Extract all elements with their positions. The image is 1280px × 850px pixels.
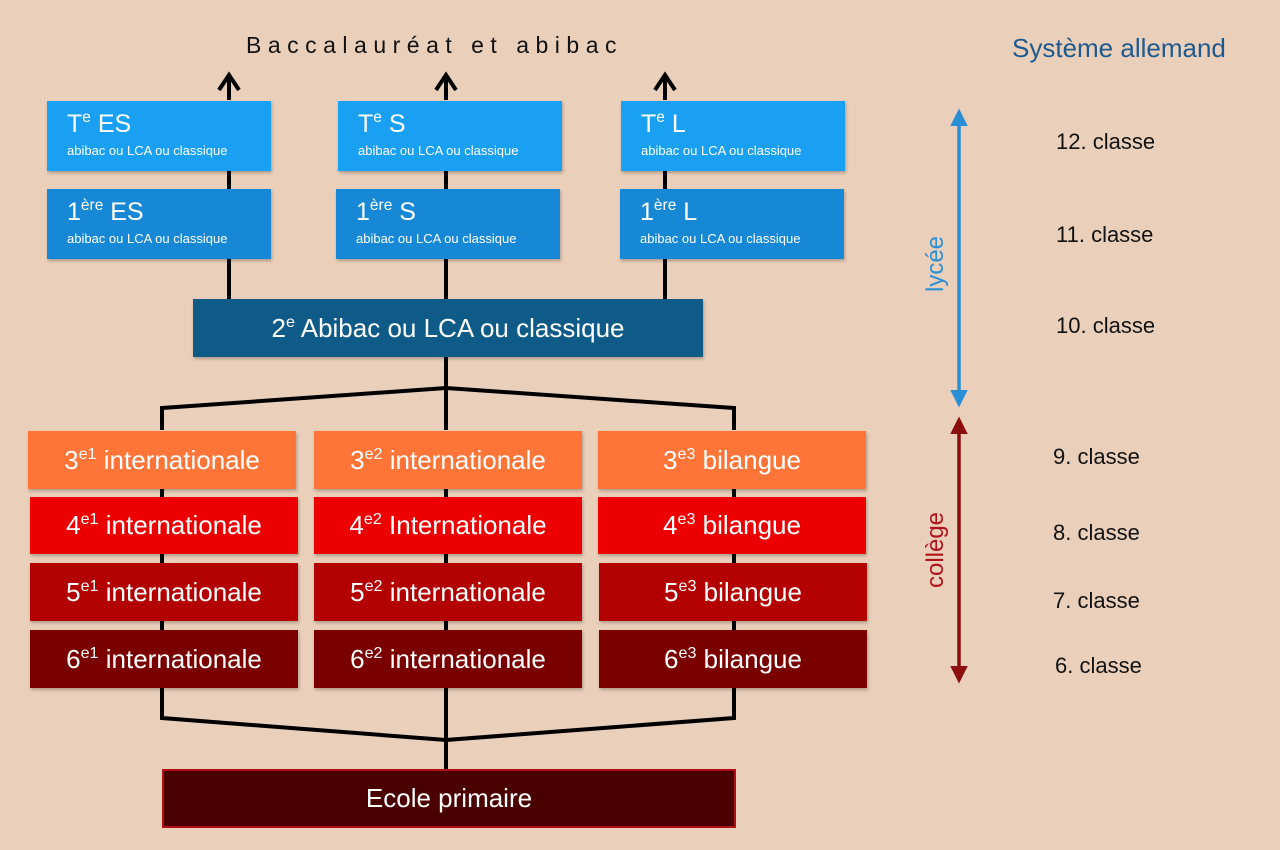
side-label-college: collège [922,511,949,589]
box-6e1: 6e1 internationale [30,630,298,688]
options-label: abibac ou LCA ou classique [356,231,517,246]
options-label: abibac ou LCA ou classique [67,143,228,158]
options-label: abibac ou LCA ou classique [640,231,801,246]
box-3e3: 3e3 bilangue [598,431,866,489]
tree-lines [160,71,736,770]
arrow-head-s [434,71,458,92]
options-label: abibac ou LCA ou classique [358,143,519,158]
box-ecole-primaire: Ecole primaire [162,769,736,828]
box-terminale-s: Te S abibac ou LCA ou classique [338,101,562,171]
arrow-head-es [217,71,241,92]
box-4e3: 4e3 bilangue [598,497,866,554]
german-class-9: 9. classe [1053,444,1140,469]
german-class-7: 7. classe [1053,588,1140,613]
german-class-12: 12. classe [1056,129,1156,154]
box-premiere-s: 1ère S abibac ou LCA ou classique [336,189,560,259]
box-premiere-l: 1ère L abibac ou LCA ou classique [620,189,844,259]
box-6e3: 6e3 bilangue [599,630,867,688]
arrow-head-l [653,71,677,92]
diagram-title: Baccalauréat et abibac [246,32,623,58]
box-5e3: 5e3 bilangue [599,563,867,621]
options-label: abibac ou LCA ou classique [641,143,802,158]
german-system-title: Système allemand [1012,33,1226,63]
box-seconde: 2e Abibac ou LCA ou classique [193,299,703,357]
side-label-lycee: lycée [922,235,949,293]
box-4e1: 4e1 internationale [30,497,298,554]
options-label: abibac ou LCA ou classique [67,231,228,246]
box-3e2: 3e2 internationale [314,431,582,489]
box-4e2: 4e2 Internationale [314,497,582,554]
german-class-6: 6. classe [1055,653,1142,678]
box-5e1: 5e1 internationale [30,563,298,621]
box-5e2: 5e2 internationale [314,563,582,621]
box-terminale-l: Te L abibac ou LCA ou classique [621,101,845,171]
german-class-11: 11. classe [1056,222,1154,247]
german-class-10: 10. classe [1056,313,1156,338]
box-3e1: 3e1 internationale [28,431,296,489]
box-6e2: 6e2 internationale [314,630,582,688]
box-premiere-es: 1ère ES abibac ou LCA ou classique [47,189,271,259]
german-class-8: 8. classe [1053,520,1140,545]
box-terminale-es: Te ES abibac ou LCA ou classique [47,101,271,171]
